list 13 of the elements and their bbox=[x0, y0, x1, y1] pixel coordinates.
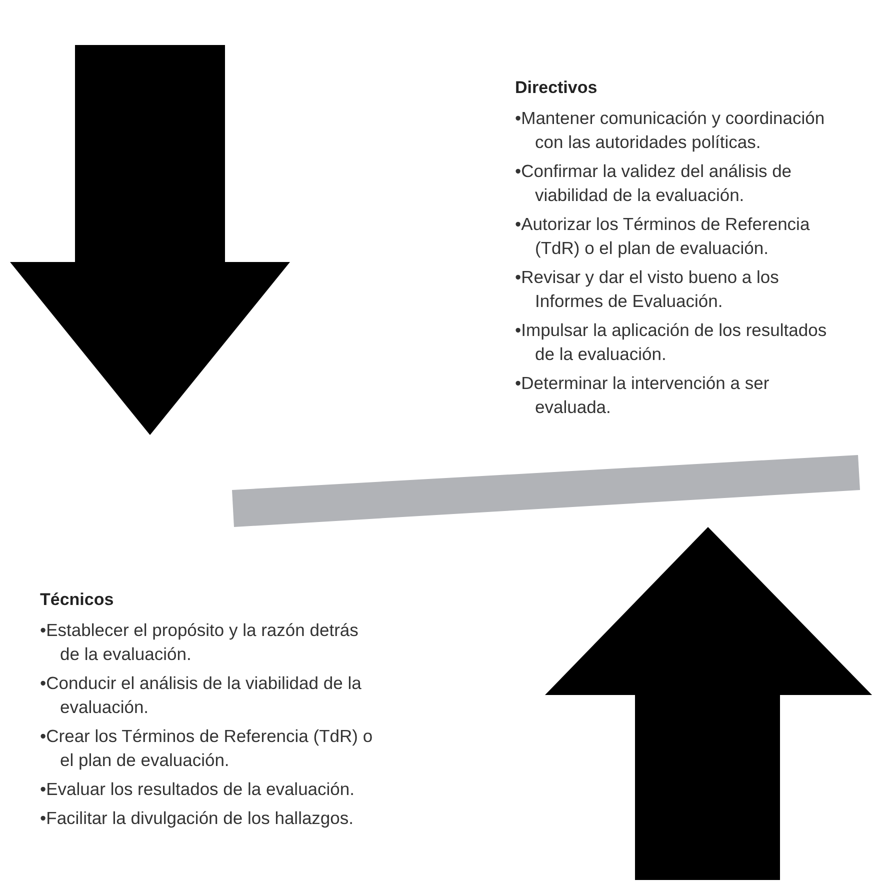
bullet-item: •Mantener comunicación y coordinación con las autoridades políticas. bbox=[515, 107, 826, 154]
bullet-item: •Autorizar los Términos de Referencia (TdR) o el plan de evaluación. bbox=[515, 213, 811, 260]
bullet-item: •Determinar la intervención a ser evaluada. bbox=[515, 372, 770, 419]
bullet-item: •Revisar y dar el visto bueno a los Informes de Evaluación. bbox=[515, 266, 780, 313]
bullet-item: •Establecer el propósito y la razón detrás de la evaluación. bbox=[40, 619, 360, 666]
bullet-item: •Facilitar la divulgación de los hallazgos. bbox=[40, 807, 355, 830]
bullet-item: •Impulsar la aplicación de los resultados de la evaluación. bbox=[515, 319, 828, 366]
bullet-item: •Confirmar la validez del análisis de viabilidad de la evaluación. bbox=[515, 160, 793, 207]
section-heading: Técnicos bbox=[40, 590, 114, 610]
section-heading: Directivos bbox=[515, 78, 598, 98]
bullet-item: •Crear los Términos de Referencia (TdR) o el plan de evaluación. bbox=[40, 725, 374, 772]
bullet-item: •Conducir el análisis de la viabilidad de la evaluación. bbox=[40, 672, 362, 719]
bullet-item: •Evaluar los resultados de la evaluación. bbox=[40, 778, 356, 801]
